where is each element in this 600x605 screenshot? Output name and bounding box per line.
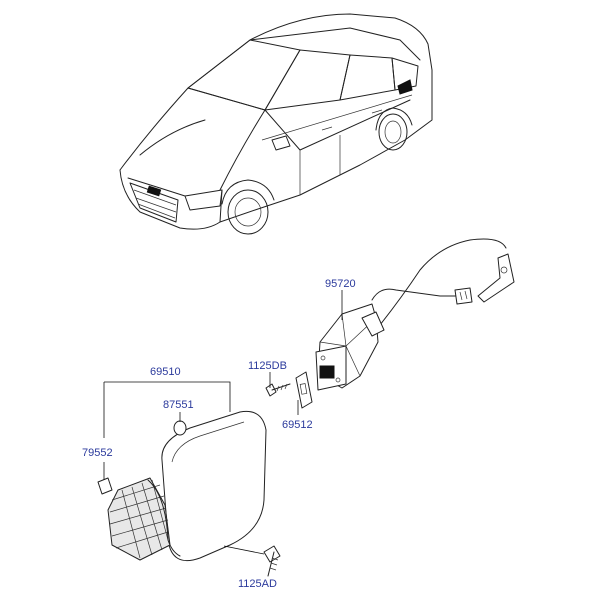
label-69510: 69510 [150,366,181,378]
label-69512: 69512 [282,419,313,431]
screw-1125db [265,383,291,397]
leader-lines [103,290,343,555]
label-1125ad: 1125AD [238,578,277,590]
car-illustration [119,13,433,235]
bolt-1125ad [263,545,281,577]
fuel-door-actuator [315,238,515,391]
label-79552: 79552 [82,447,113,459]
label-95720: 95720 [325,278,356,290]
label-1125db: 1125DB [248,360,287,372]
fuel-filler-door [97,410,267,562]
hinge-bracket-69512 [295,371,313,409]
label-87551: 87551 [163,399,194,411]
